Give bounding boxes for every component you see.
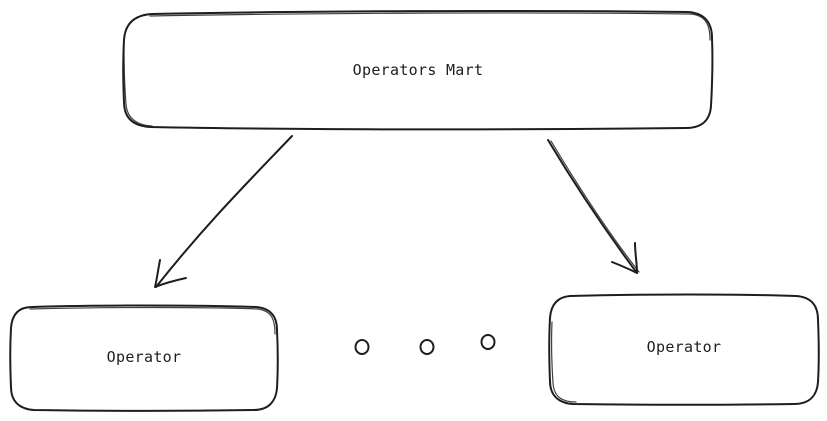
node-operator-left-border-overstroke [29,306,276,335]
arrow-left-shaft [155,135,293,288]
edge-mart-to-right-operator [547,139,640,274]
node-operator-left[interactable]: Operator [9,304,279,412]
ellipsis-dot-3 [480,334,496,350]
edge-mart-to-left-operator [154,135,293,288]
ellipsis-indicator [354,334,496,355]
arrow-right-shaft-overstroke [550,140,640,273]
node-operators-mart-label: Operators Mart [353,61,484,79]
node-operator-right-label: Operator [647,338,722,356]
node-operator-left-label: Operator [107,348,182,366]
node-operator-right-border-overstroke [550,321,577,403]
arrow-right-head [611,242,638,274]
arrow-right-shaft [547,139,638,274]
ellipsis-dot-2 [419,339,435,355]
arrow-left-head [154,259,187,288]
node-operator-right-border [548,293,820,406]
node-operators-mart-border-overstroke [123,12,711,127]
node-operator-right[interactable]: Operator [548,293,820,406]
ellipsis-dot-1 [354,339,370,355]
node-operator-left-border [9,304,279,412]
node-operators-mart[interactable]: Operators Mart [122,9,714,131]
node-operators-mart-border [122,9,714,131]
